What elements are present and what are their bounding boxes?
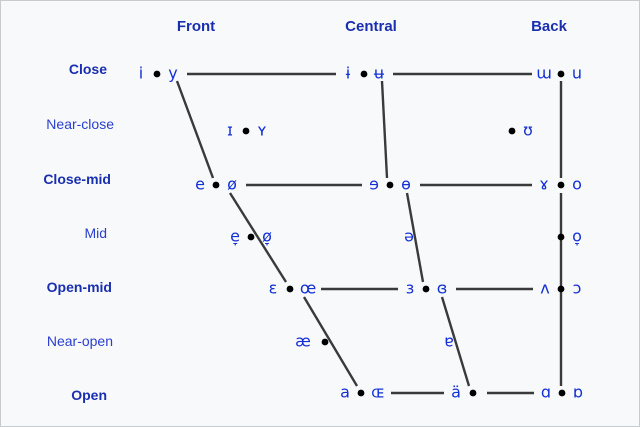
dot-openmid-central [422,285,430,293]
vowel-u[interactable]: u [572,64,582,83]
vowel-barred-o[interactable]: ɵ [401,175,411,194]
column-header-back: Back [531,18,568,35]
vowel-y[interactable]: y [168,64,177,83]
vowel-symbols-group: i y ɨ ʉ ɯ u ɪ ʏ ʊ e ø ɘ ɵ ɤ o e̞ ø̞ ə o̞ ɛ œ ɜ ɞ ʌ ɔ æ ɐ a ɶ ä ɑ ɒ [139,64,583,402]
vowel-o-lowered[interactable]: o̞ [572,227,582,246]
vowel-open-o[interactable]: ɔ [573,279,582,298]
dot-open-front [357,389,365,397]
row-label-near-open: Near-open [47,333,113,349]
vowel-script-a[interactable]: ɑ [541,383,551,402]
trapezoid-lines-group [175,72,563,395]
row-label-open: Open [71,387,107,403]
vowel-e-lowered[interactable]: e̞ [230,227,240,246]
dot-nearclose-front [242,127,250,135]
dot-openmid-front [286,285,294,293]
vowel-schwa[interactable]: ə [404,227,414,246]
vowel-schwa-rev[interactable]: ɘ [369,175,379,194]
vowel-turned-m[interactable]: ɯ [536,64,552,83]
vowel-small-cap-i[interactable]: ɪ [227,121,233,140]
vowel-i[interactable]: i [139,64,143,83]
dot-closemid-front [212,181,220,189]
vowel-o[interactable]: o [572,175,582,194]
dot-open-back [558,389,566,397]
row-label-near-close: Near-close [46,116,114,132]
vowel-os-lowered[interactable]: ø̞ [262,227,272,246]
vowel-closed-rev-eps[interactable]: ɞ [437,279,448,298]
dot-open-central [469,389,477,397]
vowel-dots-group [153,70,566,397]
line-central-edge-openmid-open [440,296,471,387]
column-headers-group: Front Central Back [177,18,568,35]
vowel-oe-cap-lig[interactable]: ɶ [371,383,385,402]
vowel-ae-lig[interactable]: æ [295,332,311,351]
column-header-central: Central [345,18,397,35]
dot-closemid-central [386,181,394,189]
vowel-e[interactable]: e [195,175,205,194]
dot-mid-back [557,233,565,241]
dot-openmid-back [557,285,565,293]
line-front-edge-openmid-open [302,296,359,387]
line-front-edge-closemid-openmid [228,192,288,283]
dot-closemid-back [557,181,565,189]
row-label-close: Close [69,61,107,77]
dot-close-back [557,70,565,78]
dot-mid-front [247,233,255,241]
vowel-rev-eps[interactable]: ɜ [406,279,415,298]
dot-close-central [360,70,368,78]
dot-nearclose-back [508,127,516,135]
row-label-close-mid: Close-mid [43,171,111,187]
dot-nearopen-front [321,338,329,346]
line-central-edge-close-closemid [380,80,389,179]
vowel-turned-v[interactable]: ʌ [540,279,549,298]
vowel-oe-lig[interactable]: œ [300,279,316,298]
vowel-epsilon[interactable]: ɛ [269,279,278,298]
column-header-front: Front [177,18,215,35]
row-labels-group: CloseNear-closeClose-midMidOpen-midNear-… [43,61,114,403]
vowel-u-bar[interactable]: ʉ [374,64,385,83]
vowel-rams-horn[interactable]: ɤ [539,175,549,194]
line-front-edge-close-closemid [175,80,215,179]
vowel-i-bar[interactable]: ɨ [346,64,351,83]
line-central-edge-closemid-openmid [405,192,425,283]
vowel-turned-script-a[interactable]: ɒ [573,383,583,402]
row-label-open-mid: Open-mid [47,279,112,295]
row-label-mid: Mid [84,225,107,241]
vowel-o-slash[interactable]: ø [227,175,237,194]
vowel-turned-a[interactable]: ɐ [444,332,454,351]
vowel-a-centralized[interactable]: ä [451,383,461,402]
vowel-upsilon[interactable]: ʊ [523,121,533,140]
vowel-small-cap-y[interactable]: ʏ [257,121,267,140]
vowel-a[interactable]: a [340,383,350,402]
dot-close-front [153,70,161,78]
